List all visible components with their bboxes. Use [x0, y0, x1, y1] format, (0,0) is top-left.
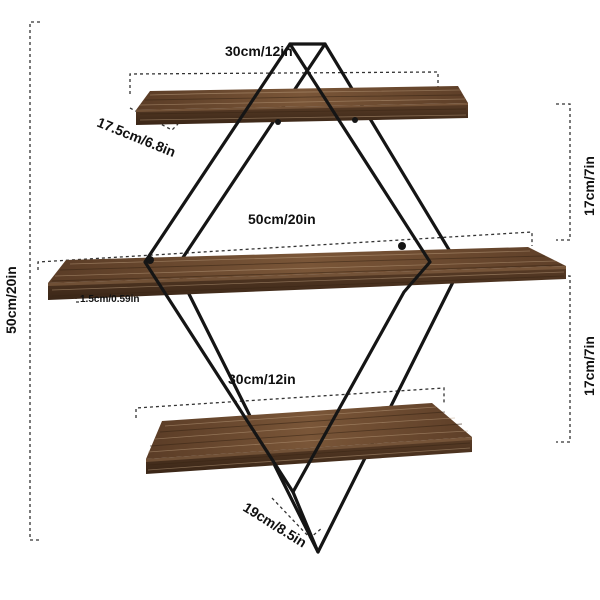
metal-frame-front — [143, 42, 432, 554]
thickness-label: 1.5cm/0.59in — [80, 294, 139, 305]
top-shelf — [136, 86, 468, 125]
total-height-label: 50cm/20in — [3, 266, 19, 334]
top-width-label: 30cm/12in — [225, 43, 293, 59]
upper-gap-label: 17cm/7in — [581, 156, 597, 216]
middle-width-label: 50cm/20in — [248, 211, 316, 227]
lower-gap-label: 17cm/7in — [581, 336, 597, 396]
middle-shelf — [48, 247, 566, 300]
bottom-shelf — [146, 403, 472, 474]
bottom-width-label: 30cm/12in — [228, 371, 296, 387]
